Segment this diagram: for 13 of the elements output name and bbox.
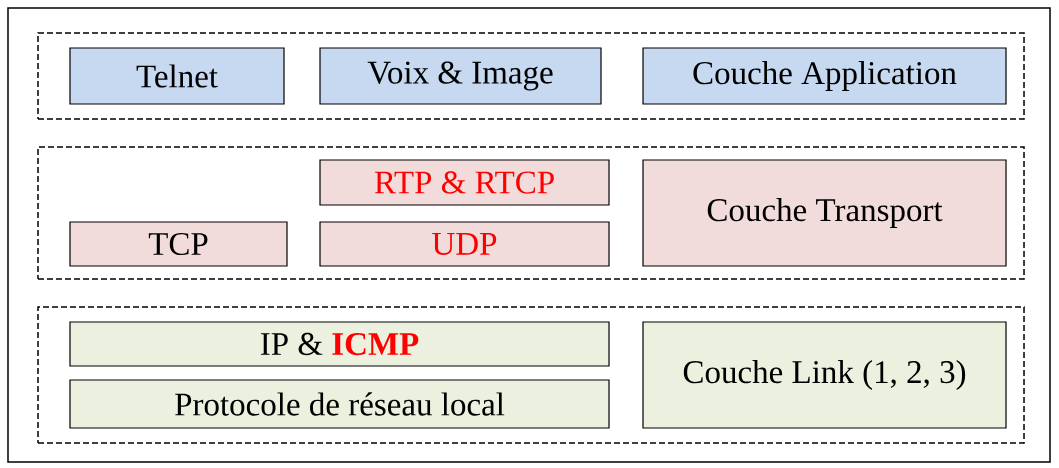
- layer-box: Couche Transport: [642, 159, 1007, 267]
- layer-group: [37, 146, 1025, 280]
- layer-group: [37, 32, 1025, 120]
- layer-box: RTP & RTCP: [319, 159, 610, 206]
- layer-box: Couche Link (1, 2, 3): [642, 321, 1007, 429]
- layer-box: IP & ICMP: [69, 321, 610, 367]
- layer-box: Telnet: [69, 47, 285, 105]
- layer-box: Couche Application: [642, 47, 1007, 105]
- layer-box: Protocole de réseau local: [69, 379, 610, 429]
- layer-group: [37, 306, 1025, 444]
- layer-box: TCP: [69, 221, 288, 267]
- layer-box: UDP: [319, 221, 610, 267]
- layer-box: Voix & Image: [319, 47, 602, 105]
